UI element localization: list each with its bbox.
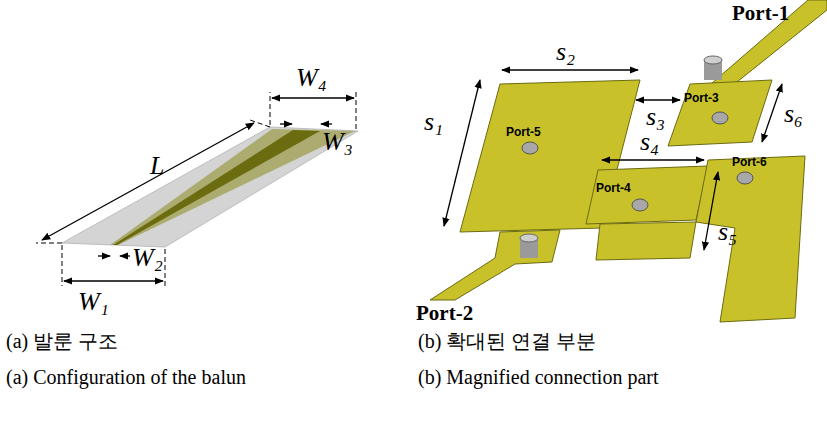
dimension-line: [98, 255, 110, 256]
dimension-label: s₁: [424, 108, 443, 137]
extension-line: [36, 243, 62, 244]
port-label: Port-6: [732, 156, 767, 169]
dimension-label: W₂: [132, 244, 163, 273]
port-label: Port-2: [416, 302, 473, 325]
top-conductor: [113, 130, 320, 245]
extension-line: [165, 249, 166, 286]
dimension-line: [636, 99, 680, 100]
dimension-line: [602, 159, 704, 160]
port-label: Port-3: [684, 92, 719, 105]
dimension-label: s₂: [556, 38, 575, 67]
dimension-label: W₁: [78, 288, 109, 317]
dimension-line: [321, 123, 332, 124]
dimension-label: s₆: [784, 100, 803, 129]
dimension-label: W₃: [322, 128, 353, 157]
port-circle: [522, 112, 753, 211]
dimension-line: [42, 123, 254, 240]
dimension-line: [502, 69, 638, 70]
dimension-line: [280, 123, 292, 124]
dimension-line: [762, 84, 782, 142]
dimension-label: L: [150, 152, 164, 181]
dimension-line: [120, 255, 130, 256]
port-label: Port-5: [506, 126, 541, 139]
via-cylinder: [520, 56, 722, 258]
caption: (a) Configuration of the balun: [6, 366, 246, 388]
extension-line: [356, 92, 357, 129]
conductor-layout: [430, 0, 827, 322]
substrate: [62, 127, 358, 247]
bottom-conductor: [110, 129, 355, 245]
dimension-label: W₄: [296, 64, 327, 93]
dimension-line: [704, 172, 718, 250]
dimension-line: [64, 280, 163, 281]
extension-line: [62, 245, 63, 286]
dimension-label: s₅: [718, 218, 737, 247]
dimension-line: [272, 97, 354, 98]
dimension-label: s₄: [640, 128, 659, 157]
caption: (a) 발룬 구조: [6, 330, 118, 352]
port-label: Port-1: [732, 2, 789, 25]
caption: (b) Magnified connection part: [418, 366, 658, 388]
dimension-line: [444, 80, 480, 226]
extension-line: [270, 92, 271, 125]
port-label: Port-4: [596, 182, 631, 195]
caption: (b) 확대된 연결 부분: [418, 330, 596, 352]
